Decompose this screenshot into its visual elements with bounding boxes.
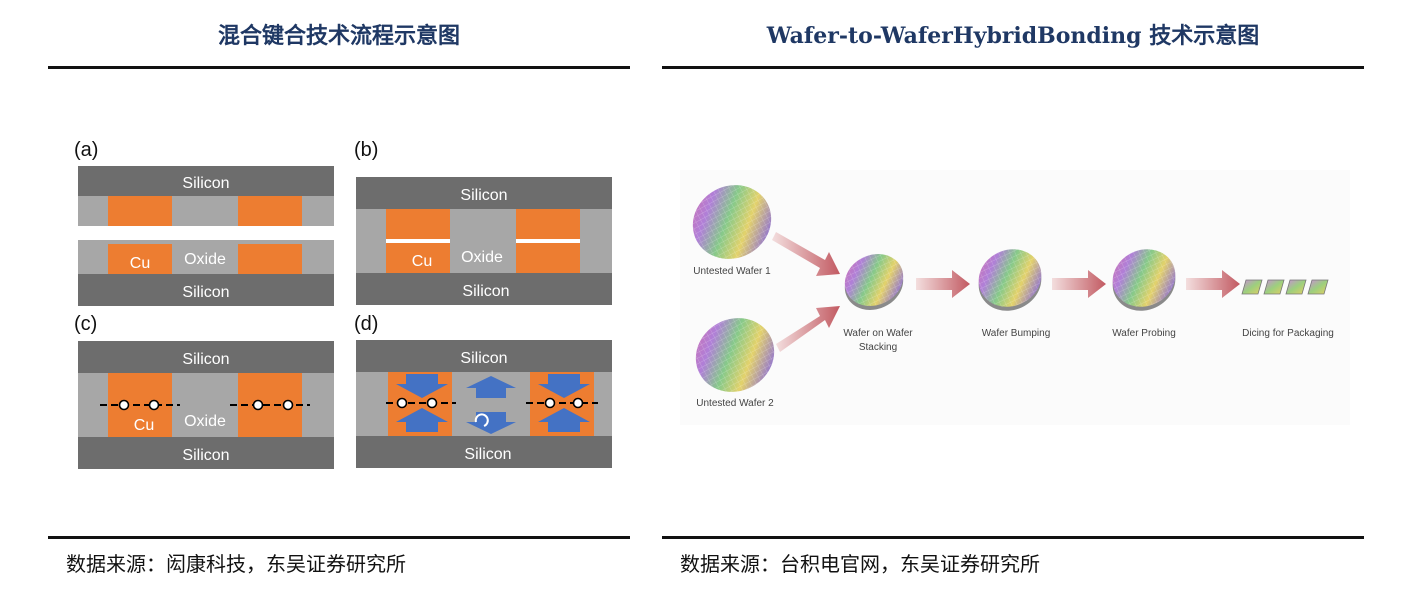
panel-a-top-recess-left	[108, 226, 172, 230]
die-icon	[1307, 279, 1329, 295]
flow-arrow-icon	[916, 270, 970, 298]
flow-arrow-icon	[772, 232, 840, 276]
panel-b-oxide-label: Oxide	[461, 249, 503, 266]
panel-a-oxide-label: Oxide	[184, 251, 226, 268]
panel-a-bottom-silicon	[78, 274, 334, 306]
right-top-rule	[662, 66, 1364, 69]
untested-wafer-2: Untested Wafer 2	[695, 318, 775, 409]
panel-a-top-recess-right	[238, 226, 302, 230]
panel-a: (a) Silicon Cu Oxide Silicon	[74, 139, 334, 306]
panel-d-tag: (d)	[354, 313, 378, 335]
stacking-label-line2: Stacking	[859, 342, 897, 353]
up-arrow-icon	[466, 376, 516, 398]
panel-c-bond-point	[118, 399, 130, 411]
panel-a-top-silicon-label: Silicon	[182, 175, 229, 192]
hybrid-bonding-process-diagram: (a) Silicon Cu Oxide Silicon (b) Silicon…	[74, 139, 612, 469]
wafer-probing: Wafer Probing	[1112, 249, 1176, 339]
panel-d-bond-point	[544, 397, 556, 409]
panel-c-cu-label: Cu	[134, 417, 154, 434]
panel-d-bond-point	[426, 397, 438, 409]
panel-b: (b) Silicon Cu Oxide Silicon	[354, 139, 612, 305]
wafer-bumping: Wafer Bumping	[978, 249, 1051, 339]
diced-dies: Dicing for Packaging	[1241, 279, 1334, 339]
wafer-1-label: Untested Wafer 1	[693, 266, 771, 277]
right-bottom-rule	[662, 536, 1364, 539]
panel-c-oxide-label: Oxide	[184, 413, 226, 430]
right-source-note: 数据来源：台积电官网，东吴证券研究所	[680, 552, 1040, 576]
panel-d-bond-point	[396, 397, 408, 409]
panel-c-bottom-silicon-label: Silicon	[182, 447, 229, 464]
panel-b-gap-right	[516, 239, 580, 243]
panel-c-tag: (c)	[74, 313, 97, 335]
die-icon	[1241, 279, 1263, 295]
panel-c-top-silicon-label: Silicon	[182, 351, 229, 368]
up-arrow-icon	[538, 408, 590, 432]
panel-a-top-silicon	[78, 166, 334, 196]
down-arrow-icon	[396, 374, 448, 398]
anneal-rotation-icon	[474, 413, 489, 427]
flow-arrow-icon	[1052, 270, 1106, 298]
panel-c-top-silicon	[78, 341, 334, 373]
panel-b-bottom-silicon-label: Silicon	[462, 283, 509, 300]
down-arrow-icon	[538, 374, 590, 398]
panel-a-bottom-silicon-label: Silicon	[182, 284, 229, 301]
panel-b-top-silicon	[356, 177, 612, 209]
panel-d-top-silicon	[356, 340, 612, 372]
panel-b-gap-left	[386, 239, 450, 243]
panel-d: (d) Silicon Silicon	[354, 313, 612, 468]
panel-d-bottom-silicon	[356, 436, 612, 468]
wafer-to-wafer-flow-diagram: Untested Wafer 1 Untested Wafer 2 Wafer …	[680, 170, 1350, 425]
probing-label: Wafer Probing	[1112, 328, 1176, 339]
panel-d-bottom-silicon-label: Silicon	[464, 446, 511, 463]
left-top-rule	[48, 66, 630, 69]
panel-c-bond-point	[252, 399, 264, 411]
down-arrow-icon	[466, 412, 516, 434]
panel-a-tag: (a)	[74, 139, 98, 161]
panel-c: (c) Silicon Cu Oxide Silicon	[74, 313, 334, 469]
dicing-label: Dicing for Packaging	[1242, 328, 1334, 339]
flow-arrow-icon	[1186, 270, 1240, 298]
left-bottom-rule	[48, 536, 630, 539]
panel-c-bond-point	[282, 399, 294, 411]
panel-c-bond-point	[148, 399, 160, 411]
panel-a-top-cu-right	[238, 196, 302, 226]
panel-c-bottom-silicon	[78, 437, 334, 469]
panel-d-top-silicon-label: Silicon	[460, 350, 507, 367]
panel-b-cu-label: Cu	[412, 253, 432, 270]
bumping-label: Wafer Bumping	[982, 328, 1051, 339]
wafer-2-label: Untested Wafer 2	[696, 398, 774, 409]
panel-d-bond-point	[572, 397, 584, 409]
panel-a-bottom-cu-right	[238, 244, 302, 274]
panel-b-bottom-silicon	[356, 273, 612, 305]
left-source-note: 数据来源：闳康科技，东吴证券研究所	[66, 552, 406, 576]
right-panel-title: Wafer-to-WaferHybridBonding 技术示意图	[766, 23, 1260, 49]
panel-a-cu-label: Cu	[130, 255, 150, 272]
die-icon	[1285, 279, 1307, 295]
up-arrow-icon	[396, 408, 448, 432]
stacking-label-line1: Wafer on Wafer	[843, 328, 913, 339]
wafer-on-wafer-stacking: Wafer on Wafer Stacking	[843, 254, 913, 353]
panel-b-tag: (b)	[354, 139, 378, 161]
panel-a-bottom-cu-left	[108, 244, 172, 274]
left-panel-title: 混合键合技术流程示意图	[217, 23, 460, 49]
die-icon	[1263, 279, 1285, 295]
panel-b-top-silicon-label: Silicon	[460, 187, 507, 204]
untested-wafer-1: Untested Wafer 1	[692, 185, 772, 277]
panel-a-top-cu-left	[108, 196, 172, 226]
flow-arrow-icon	[776, 306, 840, 352]
